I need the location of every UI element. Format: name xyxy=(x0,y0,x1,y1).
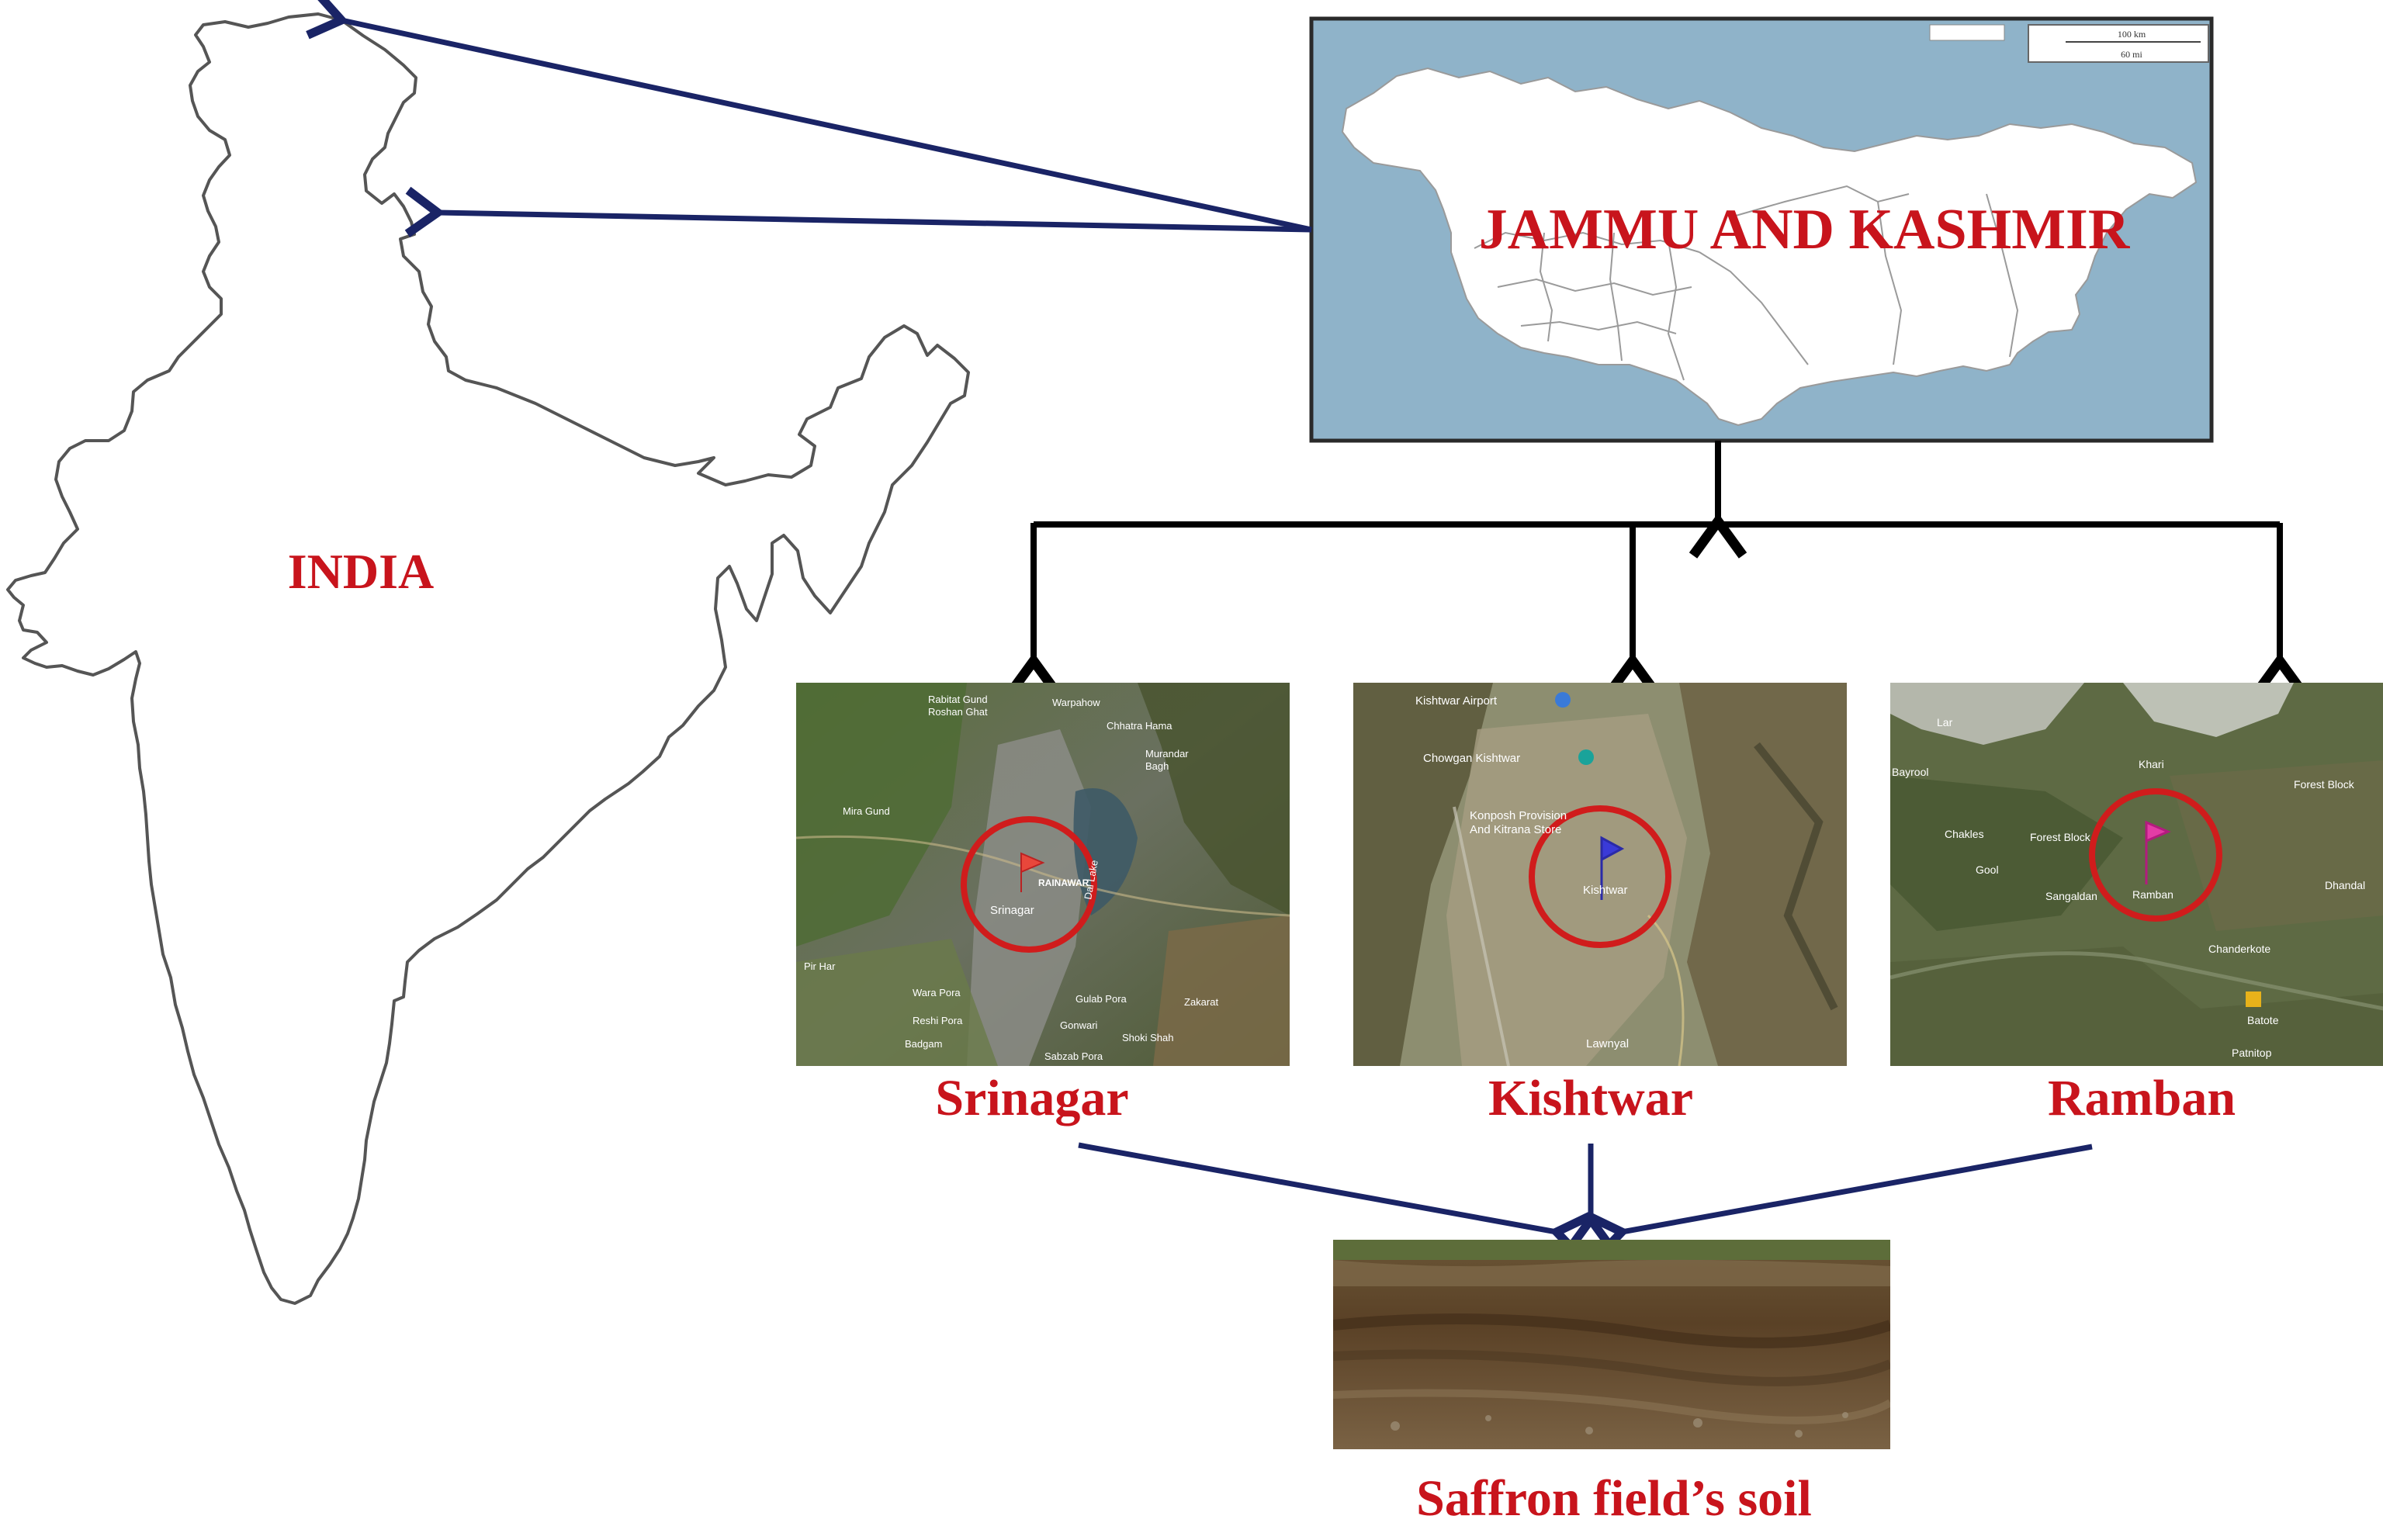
map-label: Reshi Pora xyxy=(913,1015,963,1026)
flag-icon xyxy=(2145,820,2171,884)
map-label: Kishtwar Airport xyxy=(1415,694,1498,708)
kishtwar-location-circle xyxy=(1529,805,1671,948)
arrow-ramban-to-soil xyxy=(1586,1144,2093,1262)
map-label: Lar xyxy=(1937,716,1953,728)
india-label: INDIA xyxy=(287,544,435,599)
map-label: Bayrool xyxy=(1892,766,1928,778)
map-label: Shoki Shah xyxy=(1122,1032,1174,1043)
map-label: Warpahow xyxy=(1052,697,1100,708)
jk-to-india-arrows xyxy=(306,0,1312,237)
map-label: RAINAWAR xyxy=(1038,877,1089,888)
flag-icon xyxy=(1600,836,1625,900)
map-label: Gonwari xyxy=(1060,1019,1098,1031)
district-to-soil-arrows xyxy=(1078,1142,2093,1262)
jk-map-land xyxy=(1341,67,2198,427)
map-label: Batote xyxy=(2247,1014,2279,1026)
map-label: Patnitop xyxy=(2232,1047,2272,1059)
map-label: Kishtwar xyxy=(1583,884,1628,897)
airport-icon xyxy=(1555,692,1571,708)
india-map-outline xyxy=(6,12,970,1305)
map-label: Khari xyxy=(2139,758,2164,770)
map-label: Chhatra Hama xyxy=(1107,720,1172,732)
map-label: Lawnyal xyxy=(1586,1037,1629,1050)
map-label: And Kitrana Store xyxy=(1470,823,1561,836)
srinagar-label: Srinagar xyxy=(935,1070,1129,1126)
srinagar-location-circle xyxy=(961,816,1097,953)
map-label: Srinagar xyxy=(990,904,1034,917)
map-label: Dhandal xyxy=(2325,879,2365,891)
map-label: Ramban xyxy=(2132,888,2173,901)
arrow-jk-to-india-south xyxy=(404,186,1312,237)
map-label: Gulab Pora xyxy=(1075,993,1127,1005)
kishtwar-satellite-map: Kishtwar Airport Chowgan Kishtwar Konpos… xyxy=(1353,683,1847,1066)
map-label: Roshan Ghat xyxy=(928,706,988,718)
arrow-jk-to-india-north xyxy=(306,0,1312,233)
map-label: Forest Block xyxy=(2030,831,2091,843)
map-label: Forest Block xyxy=(2294,778,2355,791)
map-label: Chakles xyxy=(1945,828,1984,840)
saffron-field-soil-photo xyxy=(1333,1240,1890,1449)
ramban-label: Ramban xyxy=(2047,1070,2236,1126)
srinagar-satellite-map: Rabitat Gund Roshan Ghat Warpahow Chhatr… xyxy=(796,683,1290,1066)
bus-icon xyxy=(2246,991,2261,1007)
map-label: Badgam xyxy=(905,1038,942,1050)
map-label: Chanderkote xyxy=(2208,943,2270,955)
store-icon xyxy=(1578,749,1594,765)
scale-top-label: 100 km xyxy=(2118,29,2146,40)
kishtwar-label: Kishtwar xyxy=(1488,1070,1693,1126)
map-label: Rabitat Gund xyxy=(928,694,988,705)
saffron-soil-label: Saffron field’s soil xyxy=(1416,1470,1812,1527)
scale-bottom-label: 60 mi xyxy=(2121,49,2142,60)
map-label: Konposh Provision xyxy=(1470,809,1567,822)
scale-bar: 100 km 60 mi xyxy=(1929,24,2209,63)
flag-icon xyxy=(1020,852,1045,892)
jk-district-boundaries xyxy=(1474,185,2019,381)
jk-label: JAMMU AND KASHMIR xyxy=(1478,198,2130,261)
map-label: Gool xyxy=(1976,863,1999,876)
district-tree-connector xyxy=(1004,441,2309,698)
arrow-srinagar-to-soil xyxy=(1078,1142,1592,1262)
map-label: Zakarat xyxy=(1184,996,1218,1008)
map-label: Chowgan Kishtwar xyxy=(1423,752,1520,765)
map-label: Mira Gund xyxy=(843,805,890,817)
map-label: Wara Pora xyxy=(913,987,961,998)
ramban-location-circle xyxy=(2089,788,2222,922)
map-label: Sangaldan xyxy=(2045,890,2097,902)
map-label: Bagh xyxy=(1145,760,1169,772)
map-label: Pir Har xyxy=(804,960,836,972)
map-label: Sabzab Pora xyxy=(1044,1050,1103,1062)
ramban-satellite-map: Lar Khari Forest Block Chakles Forest Bl… xyxy=(1890,683,2383,1066)
map-label: Murandar xyxy=(1145,748,1189,760)
